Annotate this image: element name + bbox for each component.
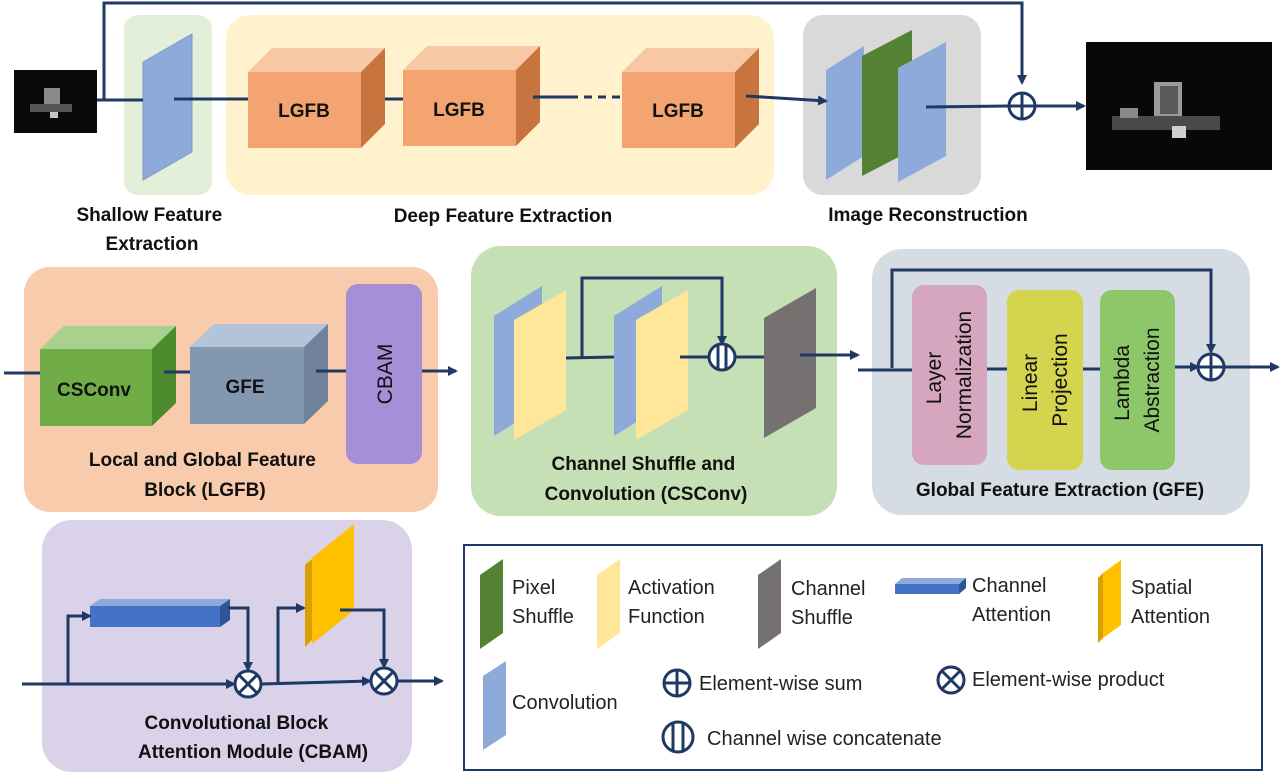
legend-concat-label: Channel wise concatenate: [707, 728, 942, 750]
legend-activation-label: Activation Function: [628, 577, 720, 628]
gfe-skip-line: [890, 268, 1216, 368]
lgfb-block-3: [622, 48, 759, 148]
cbam-sa-to-product: [340, 608, 389, 669]
top-sum-operator: [1007, 91, 1037, 121]
lgfb-block-2: [403, 46, 540, 146]
output-image: [1086, 42, 1272, 170]
legend-activation-swatch: [597, 559, 620, 649]
legend-spatial-attention-swatch: [1098, 560, 1121, 643]
lgfb-label-1: LGFB: [278, 101, 330, 122]
lgfb-label-2: LGFB: [433, 100, 485, 121]
lambda-abstraction-block: [1100, 290, 1175, 470]
cbam-branch-up: [66, 611, 92, 684]
cbam-mid-line: [260, 676, 372, 687]
legend-product-label: Element-wise product: [972, 669, 1165, 691]
legend-convolution-label: Convolution: [512, 692, 618, 714]
channel-attention-block: [90, 599, 230, 627]
recon-conv-slab-1: [826, 46, 864, 180]
input-image: [14, 70, 97, 133]
csconv-panel-title: Channel Shuffle and Convolution (CSConv): [545, 454, 748, 505]
csconv-activation-slab-1: [514, 290, 566, 440]
linear-projection-label: Linear Projection: [1019, 333, 1072, 426]
legend-channel-attention-label: Channel Attention: [972, 575, 1052, 626]
legend-channel-attention-swatch: [895, 578, 966, 594]
legend-channel-shuffle-label: Channel Shuffle: [791, 578, 871, 629]
cbam-panel: [42, 520, 412, 772]
lgfb-label-3: LGFB: [652, 101, 704, 122]
csconv-label: CSConv: [57, 380, 131, 401]
lgfb-block-1: [248, 48, 385, 148]
layer-normalization-block: [912, 285, 987, 465]
cbam-product-operator-2: [369, 666, 399, 696]
csconv-block: [40, 326, 176, 426]
recon-conv-slab-2: [898, 42, 946, 182]
cbam-branch-to-sa: [276, 603, 306, 683]
csconv-skip-line: [580, 276, 727, 357]
layer-normalization-label: Layer Normalization: [923, 311, 976, 439]
legend-product-icon: [936, 665, 966, 695]
gfe-sum-operator: [1196, 352, 1226, 382]
legend-channel-shuffle-swatch: [758, 559, 781, 649]
gfe-panel-title: Global Feature Extraction (GFE): [916, 480, 1204, 501]
csconv-concat-operator: [707, 342, 737, 372]
cbam-panel-title: Convolutional Block Attention Module (CB…: [138, 713, 368, 763]
spatial-attention-block: [305, 524, 354, 647]
conn-lgfb3-to-recon: [745, 94, 828, 106]
legend-convolution-swatch: [483, 661, 506, 750]
gfe-label: GFE: [225, 377, 264, 398]
legend-concat-icon: [661, 720, 695, 754]
lgfb-panel-title: Local and Global Feature Block (LGFB): [89, 450, 321, 501]
legend-pixel-shuffle-label: Pixel Shuffle: [512, 577, 574, 628]
linear-projection-block: [1007, 290, 1083, 470]
csconv-mid-line: [565, 355, 615, 360]
legend-pixel-shuffle-swatch: [480, 559, 503, 649]
shallow-conv-slab: [142, 33, 193, 181]
cbam-label: CBAM: [374, 344, 397, 405]
deep-feature-label: Deep Feature Extraction: [394, 206, 613, 227]
lambda-abstraction-label: Lambda Abstraction: [1111, 327, 1164, 432]
csconv-channel-shuffle-slab: [764, 288, 816, 438]
gfe-block: [190, 324, 328, 424]
legend-spatial-attention-label: Spatial Attention: [1131, 577, 1210, 628]
cbam-product-operator-1: [233, 669, 263, 699]
legend-sum-icon: [662, 668, 692, 698]
conn-recon-to-sum: [925, 104, 1009, 109]
shallow-feature-label: Shallow Feature Extraction: [77, 205, 228, 255]
csconv-activation-slab-2: [636, 290, 688, 440]
cbam-block: [346, 284, 422, 464]
legend-sum-label: Element-wise sum: [699, 673, 862, 695]
cbam-ca-to-product: [228, 606, 253, 672]
image-reconstruction-label: Image Reconstruction: [828, 205, 1028, 226]
